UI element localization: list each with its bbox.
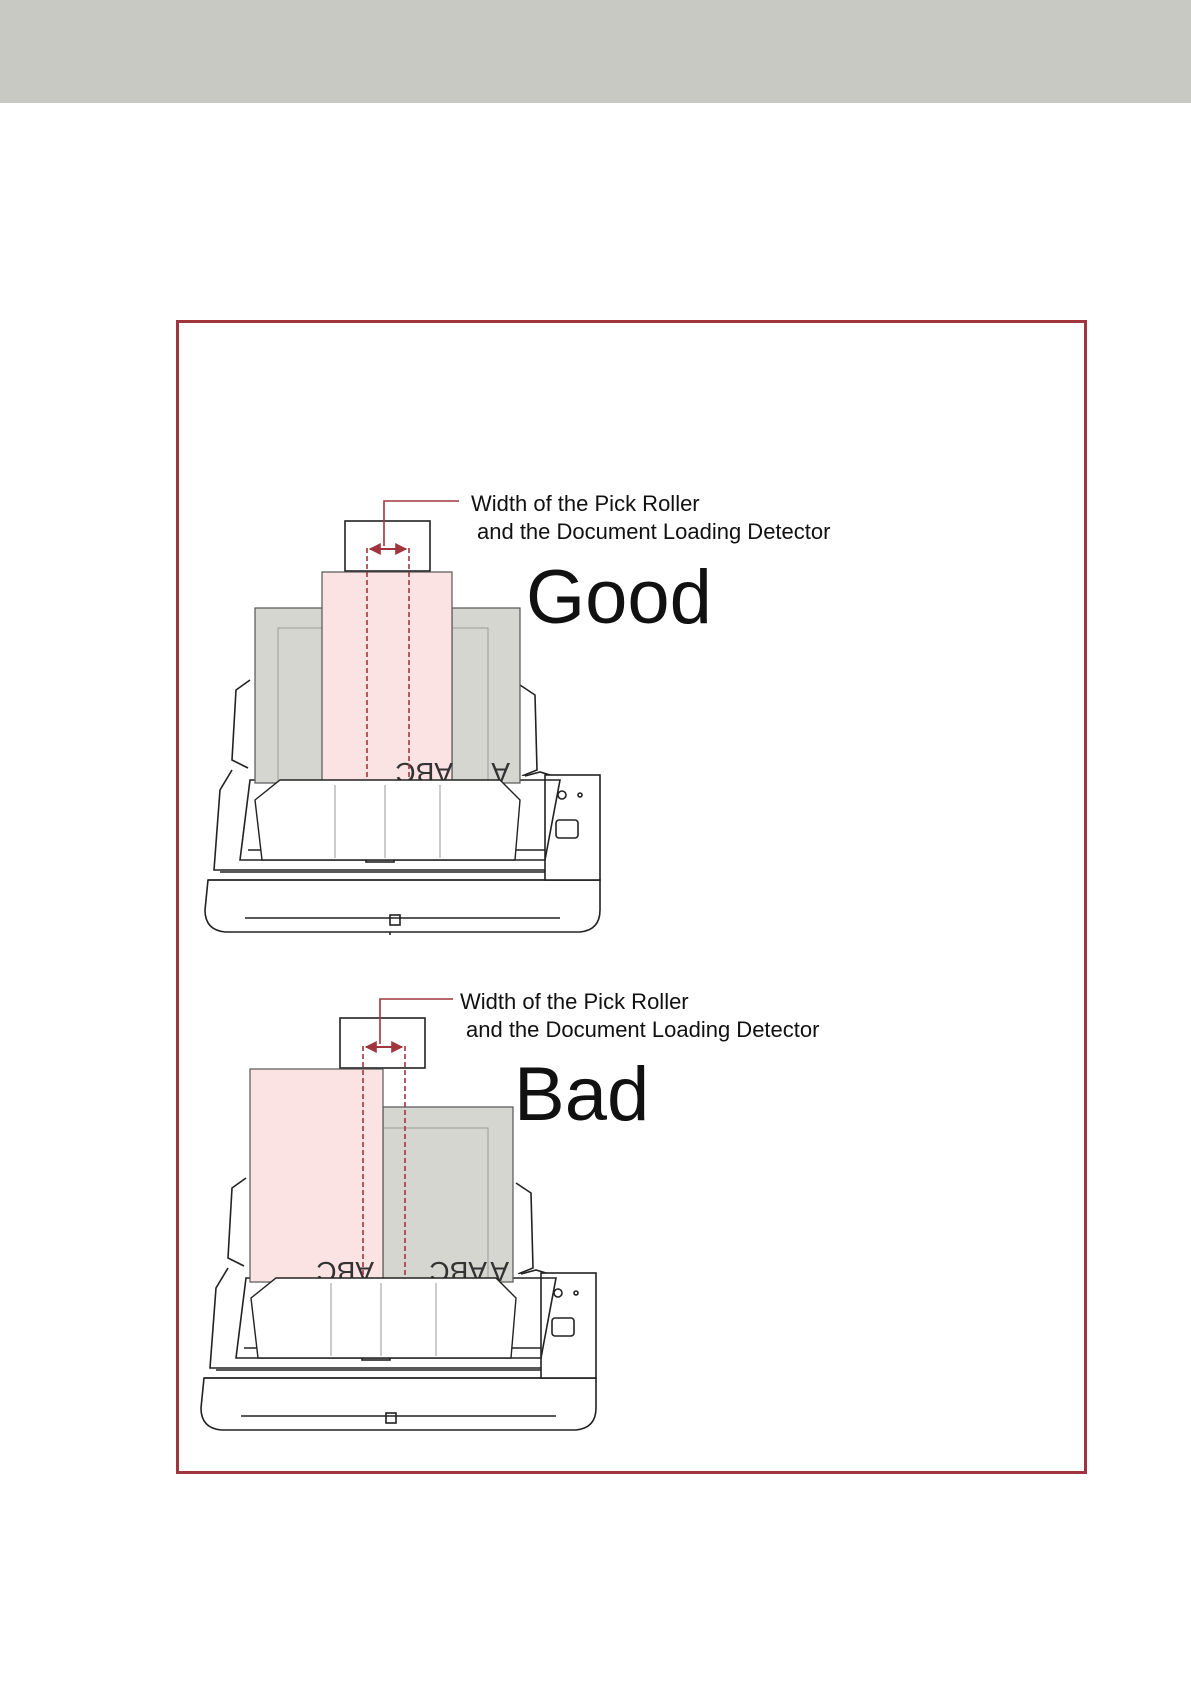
- doc-grey-left-good: [255, 608, 323, 783]
- doc-pink-good: [322, 572, 452, 782]
- doc-grey-bad: [383, 1107, 513, 1282]
- doc-grey-right-good: [452, 608, 520, 783]
- verdict-good: Good: [526, 555, 712, 640]
- callout-line2-bad: and the Document Loading Detector: [466, 1017, 819, 1042]
- callout-line1-bad: Width of the Pick Roller: [460, 989, 689, 1014]
- verdict-bad: Bad: [514, 1052, 649, 1137]
- callout-line1-good: Width of the Pick Roller: [471, 491, 700, 516]
- callout-line2-good: and the Document Loading Detector: [477, 519, 830, 544]
- bad-example: ABC ABC A Width of the Pick Roller and t…: [201, 989, 819, 1430]
- good-example: ABC A Width of the Pick Roller and the D…: [205, 491, 830, 935]
